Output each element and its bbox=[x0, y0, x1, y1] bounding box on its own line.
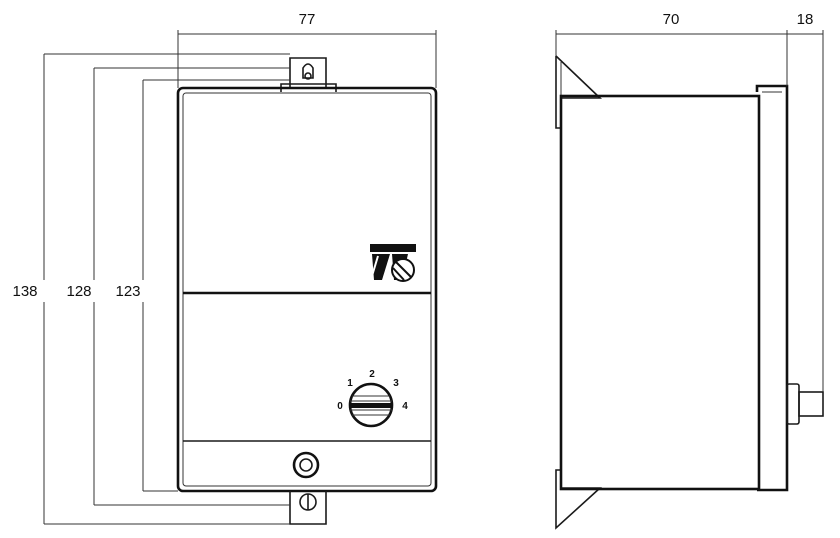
cover-screw bbox=[292, 451, 320, 479]
dial-label-3: 3 bbox=[393, 378, 399, 389]
dial-label-4: 4 bbox=[402, 401, 408, 412]
dim-height-total: 138 bbox=[12, 283, 37, 300]
bottom-mounting-tab bbox=[289, 491, 327, 525]
dim-front-width: 77 bbox=[299, 11, 316, 28]
side-cover bbox=[755, 84, 789, 492]
side-view bbox=[555, 55, 824, 530]
dim-height-body: 123 bbox=[115, 283, 140, 300]
dim-side-depth: 70 bbox=[663, 11, 680, 28]
front-body-inner bbox=[182, 92, 432, 487]
dim-side-knob: 18 bbox=[797, 11, 814, 28]
dial-label-1: 1 bbox=[347, 378, 353, 389]
side-body bbox=[559, 94, 761, 491]
brand-logo bbox=[370, 244, 416, 282]
dimension-lines: 77 70 18 138 128 123 bbox=[12, 11, 824, 525]
side-bottom-bracket bbox=[555, 469, 603, 530]
dial-label-0: 0 bbox=[337, 401, 343, 412]
side-top-bracket bbox=[555, 55, 602, 129]
side-knob bbox=[786, 383, 824, 425]
front-view: 0 1 2 3 4 bbox=[176, 57, 438, 525]
dim-height-mid: 128 bbox=[66, 283, 91, 300]
dial-label-2: 2 bbox=[369, 369, 375, 380]
dial-pointer bbox=[350, 403, 392, 408]
selector-dial[interactable]: 0 1 2 3 4 bbox=[337, 369, 408, 428]
front-body-outline bbox=[176, 86, 438, 493]
